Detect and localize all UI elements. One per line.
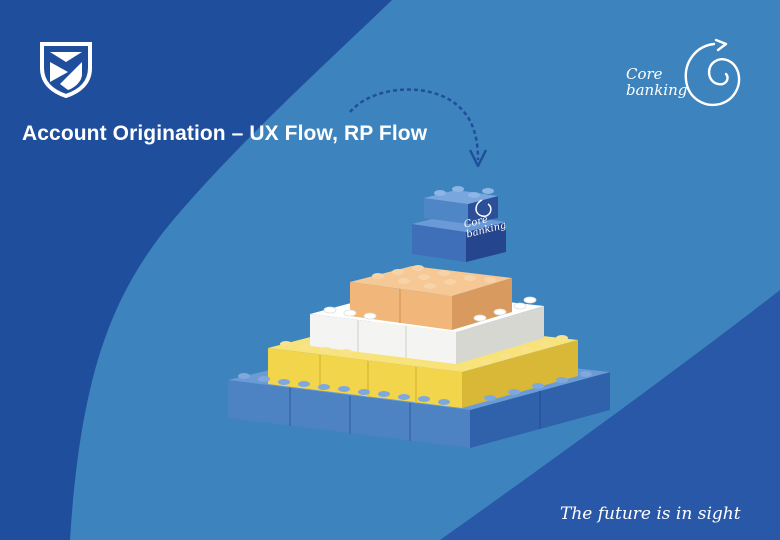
- core-banking-logo-line1: Core: [626, 65, 663, 83]
- left-dark-swoosh: [0, 0, 392, 540]
- bank-shield-icon: [40, 42, 92, 98]
- curved-arrow-icon: [349, 88, 480, 161]
- white-studs: [323, 296, 537, 322]
- core-banking-logo-line2: banking: [626, 81, 688, 99]
- slide-title: Account Origination – UX Flow, RP Flow: [22, 122, 428, 145]
- core-banking-swirl-icon: [684, 38, 741, 107]
- tagline: The future is in sight: [560, 504, 741, 524]
- peach-layer: [350, 266, 512, 330]
- core-banking-logo-text: Core banking: [626, 66, 687, 98]
- yellow-studs: [280, 335, 568, 365]
- blue-studs: [238, 371, 592, 405]
- core-banking-brick: [412, 186, 506, 262]
- bottom-right-dark-swoosh: [440, 290, 780, 540]
- peach-studs: [372, 265, 496, 289]
